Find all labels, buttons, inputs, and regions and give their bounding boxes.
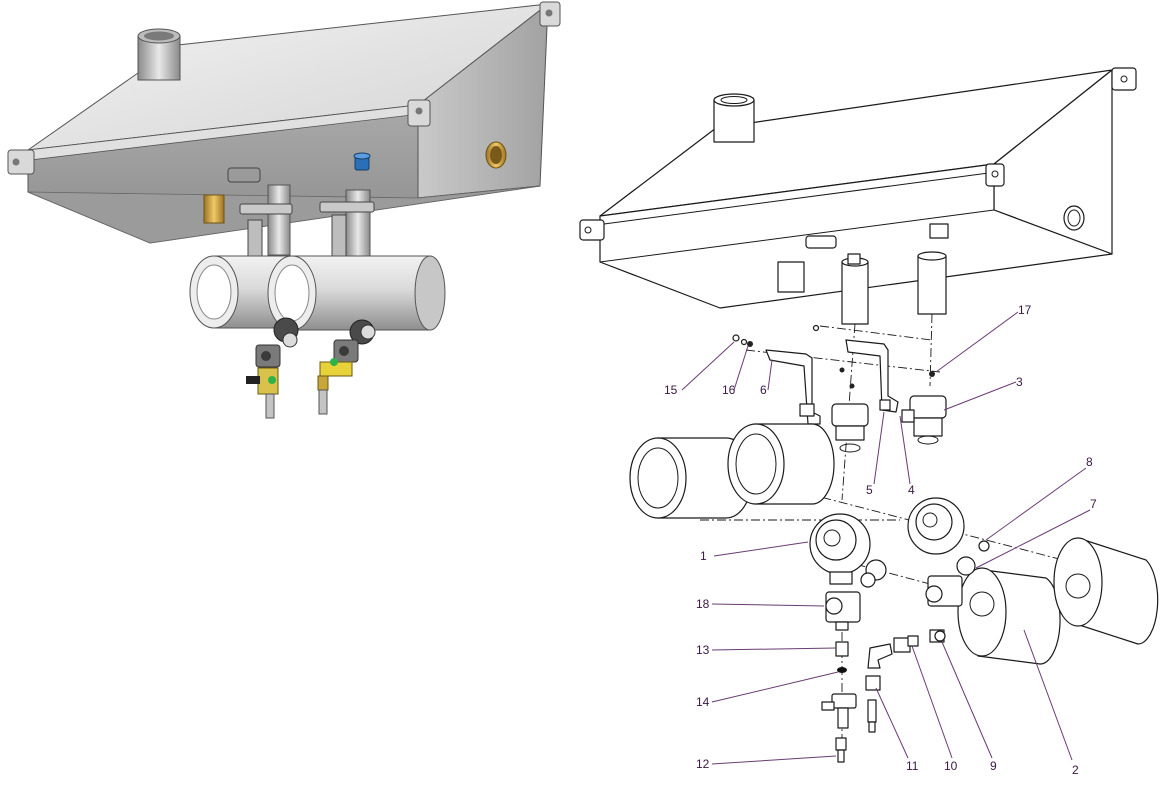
regulator-1-outline-right xyxy=(907,497,990,576)
top-bracket xyxy=(227,167,261,183)
washer-16 xyxy=(740,338,748,346)
leader-lines xyxy=(681,311,1091,765)
regulator-2 xyxy=(333,319,376,363)
fill-pipe-outline xyxy=(713,93,755,143)
nut xyxy=(849,383,855,389)
side-port-outline xyxy=(1063,205,1085,231)
brass-bottom-fitting xyxy=(203,194,225,224)
nut-5 xyxy=(879,399,891,411)
nut-16 xyxy=(747,341,753,347)
mounting-tab-right xyxy=(539,1,561,27)
callout-11: 11 xyxy=(906,759,919,773)
port-stub-outline xyxy=(777,261,805,293)
tank-front-bottom-edge xyxy=(599,209,995,263)
callout-3: 3 xyxy=(1016,375,1023,389)
bolt-15 xyxy=(732,334,740,342)
axis-dash xyxy=(839,559,991,601)
callout-10: 10 xyxy=(944,759,958,773)
valve-2 xyxy=(317,358,353,415)
callout-17: 17 xyxy=(1018,303,1032,317)
callout-4: 4 xyxy=(908,483,915,497)
tee-18-outline xyxy=(825,591,861,631)
nut xyxy=(839,367,845,373)
bracket-6-outline xyxy=(765,349,821,425)
regulator-1-outline xyxy=(809,513,887,588)
fitting-9-outline xyxy=(929,629,946,643)
dip-tube-1-outline xyxy=(841,253,869,325)
callout-12: 12 xyxy=(696,757,710,771)
callout-14: 14 xyxy=(696,695,710,709)
axis-dash xyxy=(929,313,933,387)
fill-pipe xyxy=(137,28,181,81)
bolt xyxy=(812,324,820,332)
cylinder-far-right-outline xyxy=(1053,537,1159,645)
valve-small-outline xyxy=(821,693,857,729)
callout-8: 8 xyxy=(1086,455,1093,469)
drop-tube-1 xyxy=(239,184,293,266)
drop-tube-2 xyxy=(319,189,375,271)
callout-2: 2 xyxy=(1072,763,1079,777)
bracket-4-outline xyxy=(845,339,899,413)
tab-outline-right xyxy=(1111,67,1137,91)
cylinder-back-right-outline xyxy=(727,423,835,505)
valve-1 xyxy=(246,367,279,419)
elbow-10-outline xyxy=(867,635,919,669)
fitting-13 xyxy=(835,641,849,657)
cylinder-2-outline xyxy=(957,567,1061,665)
mounting-tab-left xyxy=(7,149,35,175)
bracket-outline xyxy=(805,235,837,249)
axis-dash xyxy=(745,349,941,373)
callout-16: 16 xyxy=(722,383,736,397)
valve-3-outline-left xyxy=(831,403,869,453)
callout-15: 15 xyxy=(664,383,678,397)
assembled-rendered-view xyxy=(7,1,561,419)
nut-17 xyxy=(929,371,935,377)
fitting-outline xyxy=(929,223,949,239)
callout-18: 18 xyxy=(696,597,710,611)
callout-6: 6 xyxy=(760,383,767,397)
callout-1: 1 xyxy=(700,549,707,563)
regulator-1 xyxy=(255,317,299,368)
cylinder-front xyxy=(267,255,446,331)
callout-13: 13 xyxy=(696,643,710,657)
blue-fitting xyxy=(353,152,371,171)
tab-outline-mid xyxy=(985,163,1005,187)
tee-18-outline-right xyxy=(925,575,963,607)
tank-lid-rim-line xyxy=(603,171,997,225)
callout-9: 9 xyxy=(990,759,997,773)
callout-7: 7 xyxy=(1090,497,1097,511)
valve-3-outline-right xyxy=(901,395,947,445)
barb-12-outline xyxy=(835,737,847,763)
mounting-tab-mid xyxy=(407,99,431,127)
brass-side-port xyxy=(485,141,507,169)
o-ring-14 xyxy=(837,667,847,673)
exploded-line-view: 1 2 3 4 5 6 7 8 9 10 11 12 13 14 15 16 1… xyxy=(579,67,1159,777)
barb-11-outline xyxy=(865,675,881,733)
dip-tube-2-outline xyxy=(917,251,947,315)
tab-outline-left xyxy=(579,219,605,241)
callout-labels: 1 2 3 4 5 6 7 8 9 10 11 12 13 14 15 16 1… xyxy=(664,303,1097,777)
callout-5: 5 xyxy=(866,483,873,497)
axis-dash xyxy=(819,325,933,341)
